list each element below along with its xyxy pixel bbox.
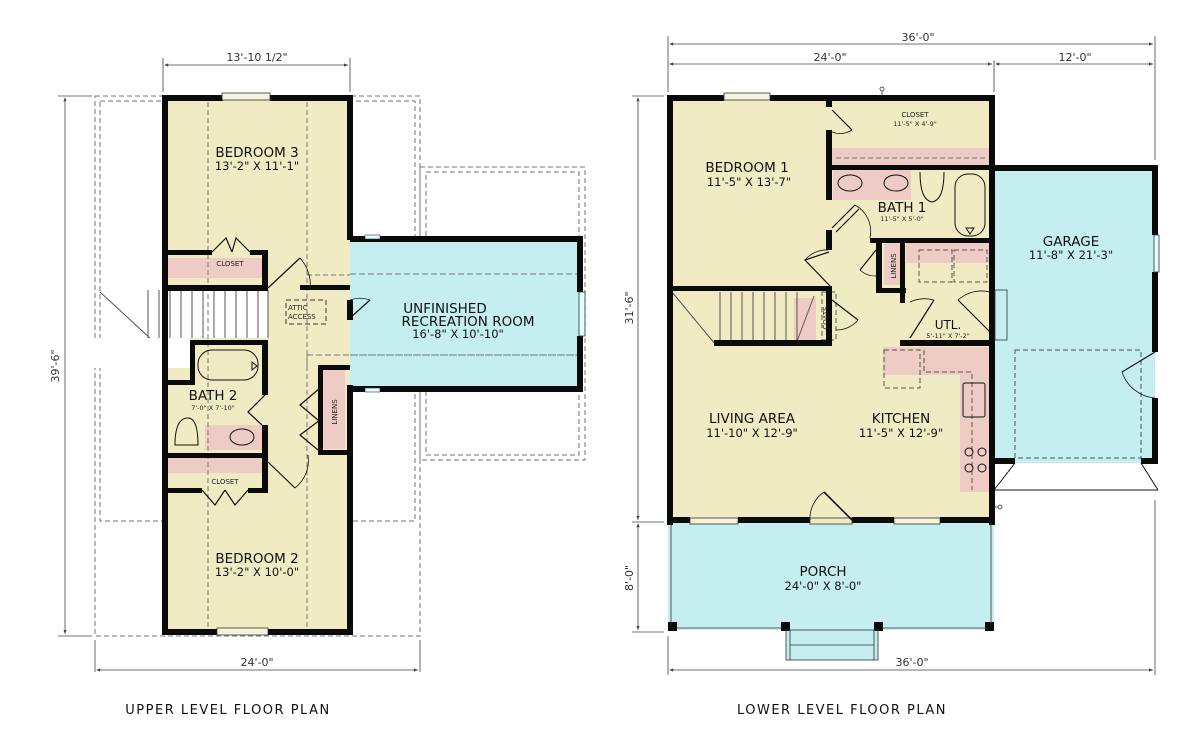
- porch-rails: [670, 522, 992, 661]
- lower-dimensions: 36'-0" 24'-0" 12'-0" 36'-0" 31'-6" 8'-0": [623, 31, 1156, 675]
- utility-size: 5'-11" X 7'-2": [926, 332, 970, 340]
- closet-label: CLOSET: [901, 111, 929, 119]
- bedroom1-size: 11'-5" X 13'-7": [707, 175, 791, 189]
- upper-walls: [162, 95, 583, 635]
- lower-top-total-dimension: 36'-0": [901, 31, 934, 44]
- kitchen-label: KITCHEN: [872, 411, 931, 427]
- lower-doors: [803, 109, 1159, 521]
- attic-access-outline: [285, 299, 327, 325]
- lower-bottom-dimension: 36'-0": [895, 656, 928, 669]
- upper-stairs: [147, 290, 269, 338]
- upper-bottom-dimension: 24'-0": [240, 656, 273, 669]
- bath1-size: 11'-5" X 5'-0": [880, 215, 924, 223]
- bath1-label: BATH 1: [878, 200, 927, 216]
- bath2-label: BATH 2: [189, 388, 238, 404]
- attic-label-2: ACCESS: [288, 313, 316, 321]
- porch-label: PORCH: [799, 564, 846, 580]
- lower-plan-title: LOWER LEVEL FLOOR PLAN: [737, 703, 947, 718]
- lower-left-main-dimension: 31'-6": [623, 291, 636, 324]
- bedroom3-label: BEDROOM 3: [215, 145, 298, 161]
- garage-label: GARAGE: [1043, 234, 1100, 250]
- living-area-size: 11'-10" X 12'-9": [706, 426, 798, 440]
- living-area-label: LIVING AREA: [709, 411, 796, 427]
- upper-plan-title: UPPER LEVEL FLOOR PLAN: [125, 703, 330, 718]
- closet-size: 11'-5" X 4'-9": [893, 120, 937, 128]
- upper-level-plan: BEDROOM 3 13'-2" X 11'-1" CLOSET ATTIC A…: [49, 51, 586, 718]
- upper-bath-fixtures: [174, 349, 259, 446]
- attic-label-1: ATTIC: [288, 304, 308, 312]
- upper-kneewall-lines: [207, 102, 580, 628]
- closet-label: CLOSET: [216, 260, 244, 268]
- rec-room-size: 16'-8" X 10'-10": [412, 327, 504, 341]
- exterior-fixture-symbols: [879, 86, 1003, 510]
- bedroom2-label: BEDROOM 2: [215, 551, 298, 567]
- bedroom1-label: BEDROOM 1: [705, 160, 788, 176]
- porch-size: 24'-0" X 8'-0": [785, 579, 862, 593]
- upper-fixtures: [167, 258, 345, 473]
- upper-dimensions: 13'-10 1/2" 24'-0" 39'-6": [49, 51, 421, 672]
- rec-room-label-2: RECREATION ROOM: [402, 314, 535, 330]
- lower-top-right-dimension: 12'-0": [1058, 51, 1091, 64]
- lower-bath-fixtures: [837, 171, 987, 473]
- upper-doors: [201, 236, 371, 506]
- bedroom2-size: 13'-2" X 10'-0": [215, 565, 299, 579]
- lower-level-plan: BEDROOM 1 11'-5" X 13'-7" CLOSET 11'-5" …: [623, 31, 1160, 718]
- upper-left-dimension: 39'-6": [49, 349, 62, 382]
- coats-label: COATS: [822, 306, 830, 330]
- upper-top-dimension: 13'-10 1/2": [226, 51, 287, 64]
- utility-label: UTL.: [935, 318, 962, 332]
- kitchen-size: 11'-5" X 12'-9": [859, 426, 943, 440]
- lower-fixtures: [794, 148, 990, 492]
- closet-label: CLOSET: [211, 478, 239, 486]
- linens-label: LINENS: [890, 253, 898, 279]
- lower-top-left-dimension: 24'-0": [813, 51, 846, 64]
- lower-left-porch-dimension: 8'-0": [623, 565, 636, 591]
- lower-stairs: [671, 291, 815, 345]
- bedroom3-size: 13'-2" X 11'-1": [215, 159, 299, 173]
- garage-size: 11'-8" X 21'-3": [1029, 248, 1113, 262]
- bath2-size: 7'-0" X 7'-10": [191, 404, 235, 412]
- upper-windows: [216, 92, 586, 636]
- rec-room-label-1: UNFINISHED: [403, 301, 486, 317]
- linens-label: LINENS: [331, 399, 339, 425]
- lower-walls: [667, 95, 1158, 631]
- lower-windows: [689, 92, 1160, 525]
- lower-dashed: [821, 157, 1142, 490]
